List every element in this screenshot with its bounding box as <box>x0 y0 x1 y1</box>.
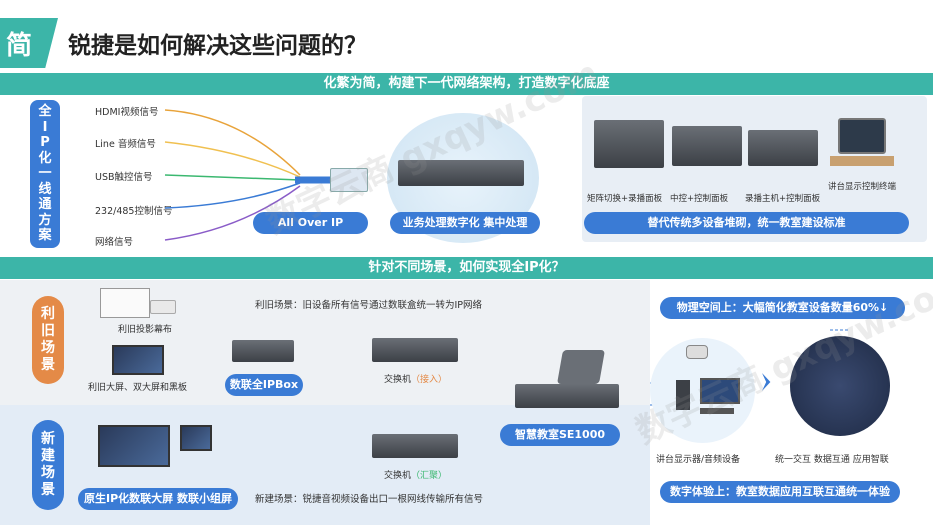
reuse-side-label: 利旧场景 <box>32 296 64 384</box>
top-banner: 化繁为简，构建下一代网络架构，打造数字化底座 <box>0 73 933 95</box>
reuse-item-screens: 利旧大屏、双大屏和黑板 <box>88 383 188 393</box>
device-label-podium: 讲台显示控制终端 <box>828 182 897 192</box>
new-build-caption: 新建场景：锐捷音视频设备出口一根网线传输所有信号 <box>255 494 484 505</box>
new-devices-pill: 原生IP化数联大屏 数联小组屏 <box>78 488 238 510</box>
aggregation-switch-device-icon <box>372 434 458 458</box>
recording-host-device-icon <box>748 130 818 166</box>
unified-ui-circle <box>790 336 890 436</box>
signal-usb: USB触控信号 <box>95 172 153 183</box>
projector-icon <box>150 300 176 314</box>
reuse-item-projection: 利旧投影幕布 <box>118 325 173 335</box>
new-small-screen-icon <box>180 425 212 451</box>
access-switch-label: 交换机（接入） <box>384 375 448 385</box>
aggregation-switch-label: 交换机（汇聚） <box>384 471 448 481</box>
se1000-device-icon <box>515 384 619 408</box>
page-title: 锐捷是如何解决这些问题的？ <box>68 33 367 59</box>
rj45-connector-icon <box>330 168 368 192</box>
device-label-control: 中控+控制面板 <box>670 194 729 204</box>
new-build-side-label: 新建场景 <box>32 420 64 510</box>
mid-banner: 针对不同场景，如何实现全IP化？ <box>0 257 933 279</box>
reuse-large-screen-icon <box>112 345 164 375</box>
signal-line-audio: Line 音频信号 <box>95 139 156 150</box>
signal-network: 网络信号 <box>95 237 134 248</box>
digital-experience-pill: 数字体验上：教室数据应用互联互通统一体验 <box>660 481 900 503</box>
new-large-screen-icon <box>98 425 170 467</box>
podium-terminal-icon <box>838 118 886 154</box>
server-device-icon <box>398 160 524 186</box>
se1000-top-icon <box>557 350 605 384</box>
device-label-recording: 录播主机+控制面板 <box>745 194 821 204</box>
keyboard-icon <box>700 408 734 414</box>
chevron-right-icon <box>762 373 771 391</box>
central-control-device-icon <box>672 126 742 166</box>
header-tag: 简 <box>0 18 58 68</box>
physical-space-pill: 物理空间上：大幅简化教室设备数量60%↓ <box>660 297 905 319</box>
all-over-ip-pill: All Over IP <box>253 212 368 234</box>
unified-caption: 统一交互 数据互通 应用智联 <box>775 455 889 465</box>
signal-232-485: 232/485控制信号 <box>95 206 173 217</box>
device-label-matrix: 矩阵切换+录播面板 <box>587 194 663 204</box>
signal-hdmi: HDMI视频信号 <box>95 107 159 118</box>
projection-screen-icon <box>100 288 150 318</box>
pc-tower-icon <box>676 380 690 410</box>
monitor-icon <box>700 378 740 404</box>
reuse-caption: 利旧场景：旧设备所有信号通过数联盒统一转为IP网络 <box>255 300 483 311</box>
se1000-pill: 智慧教室SE1000 <box>500 424 620 446</box>
business-processing-pill: 业务处理数字化 集中处理 <box>390 212 540 234</box>
ipbox-pill: 数联全IPBox <box>225 374 303 396</box>
matrix-switch-device-icon <box>594 120 664 168</box>
replace-traditional-pill: 替代传统多设备堆砌，统一教室建设标准 <box>584 212 909 234</box>
podium-caption: 讲台显示器/音频设备 <box>656 455 741 465</box>
podium-desk-icon <box>830 156 894 166</box>
access-switch-device-icon <box>372 338 458 362</box>
ipbox-device-icon <box>232 340 294 362</box>
camera-icon <box>686 345 708 359</box>
